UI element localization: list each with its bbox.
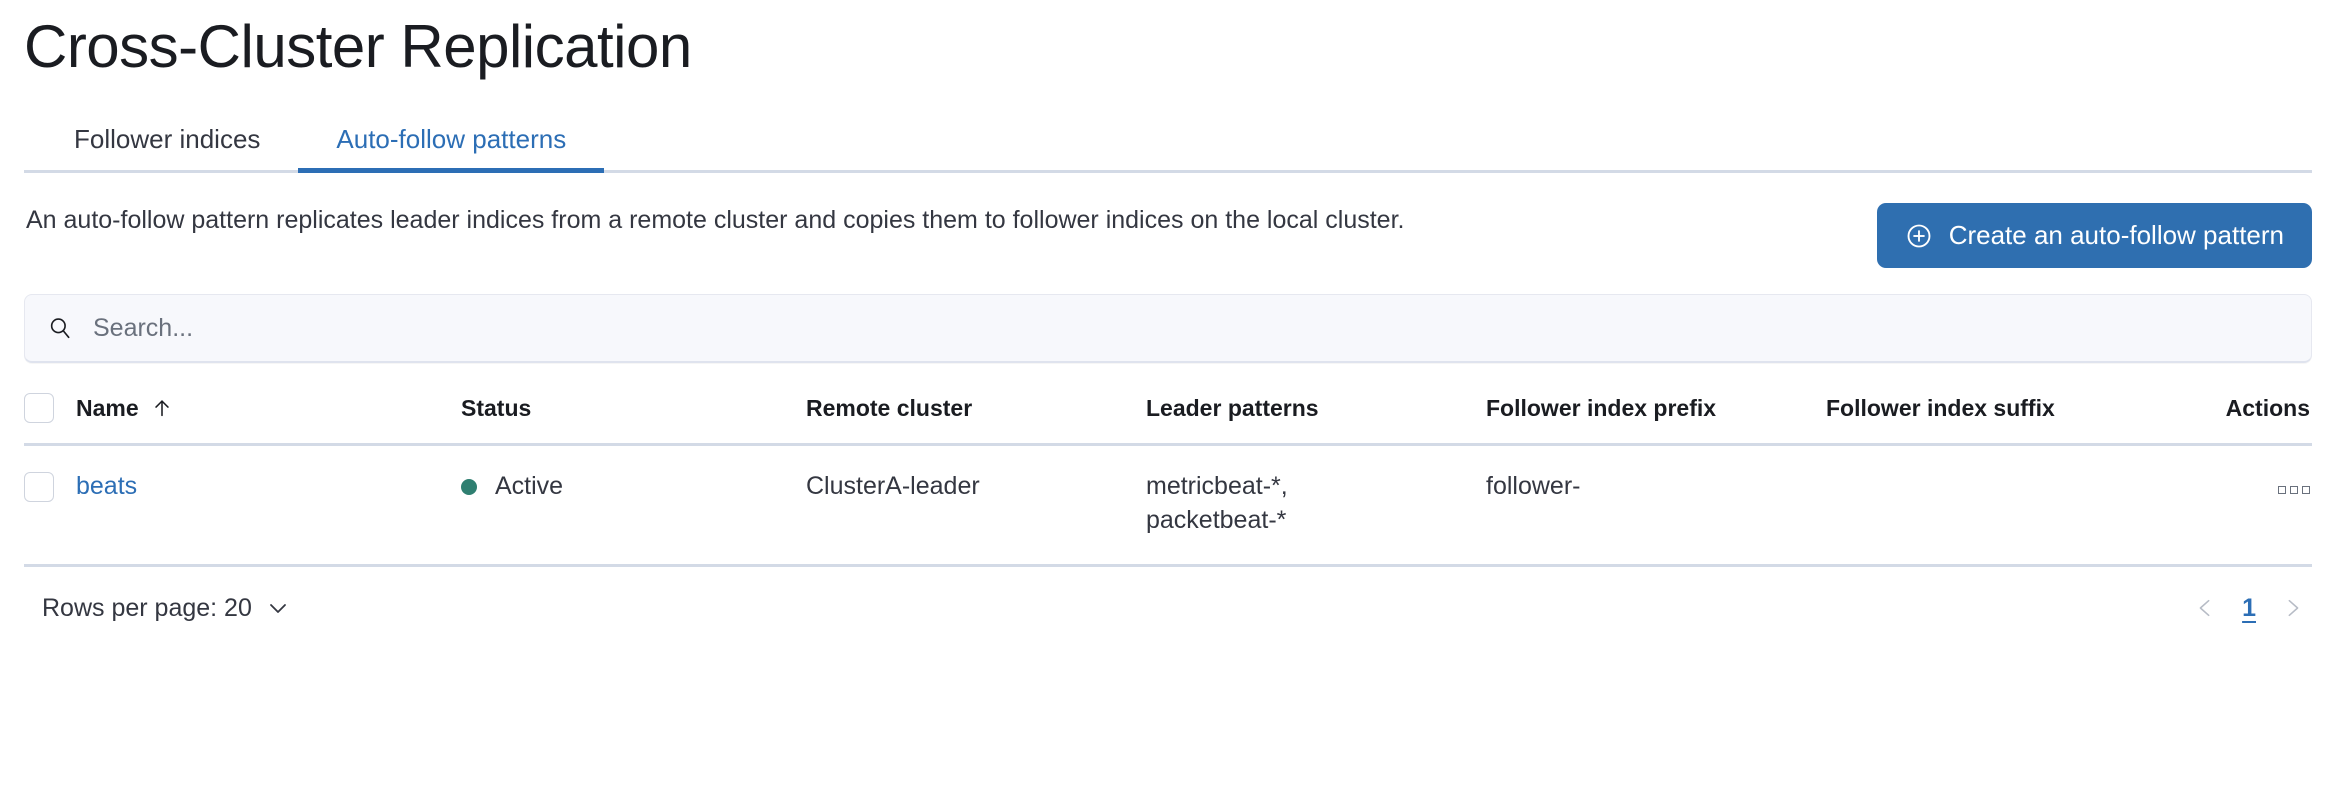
plus-in-circle-icon — [1905, 222, 1933, 250]
tab-bar: Follower indices Auto-follow patterns — [24, 108, 2312, 173]
status-badge: Active — [495, 472, 564, 500]
column-header-name-label: Name — [76, 394, 139, 421]
select-all-header — [24, 385, 76, 446]
ellipsis-horizontal-icon[interactable] — [2278, 480, 2310, 494]
chevron-left-icon[interactable] — [2194, 594, 2216, 622]
search-bar[interactable] — [24, 294, 2312, 363]
table-row: beats Active ClusterA-leader metricbeat-… — [24, 444, 2312, 567]
auto-follow-pattern-link[interactable]: beats — [76, 472, 138, 500]
search-input[interactable] — [91, 294, 2289, 362]
cell-remote-cluster: ClusterA-leader — [806, 444, 1146, 567]
tab-auto-follow-patterns[interactable]: Auto-follow patterns — [298, 126, 605, 173]
column-header-leader-patterns[interactable]: Leader patterns — [1146, 385, 1486, 446]
column-header-status[interactable]: Status — [461, 385, 806, 446]
tab-follower-indices[interactable]: Follower indices — [36, 126, 298, 170]
chevron-down-icon — [266, 596, 290, 620]
column-header-remote-cluster[interactable]: Remote cluster — [806, 385, 1146, 446]
pagination-page-1[interactable]: 1 — [2242, 593, 2256, 622]
pagination: 1 — [2194, 594, 2312, 623]
cell-actions — [2166, 444, 2312, 567]
row-select-cell — [24, 444, 76, 567]
cell-status: Active — [461, 444, 806, 567]
table-header-row: Name Status Remote cluster Leader patter… — [24, 385, 2312, 446]
table-body: beats Active ClusterA-leader metricbeat-… — [24, 444, 2312, 567]
rows-per-page-selector[interactable]: Rows per page: 20 — [36, 593, 296, 624]
column-header-follower-index-prefix[interactable]: Follower index prefix — [1486, 385, 1826, 446]
column-header-actions: Actions — [2166, 385, 2312, 446]
rows-per-page-label: Rows per page: 20 — [42, 593, 252, 622]
page-title: Cross-Cluster Replication — [24, 13, 692, 80]
cell-follower-index-prefix: follower- — [1486, 444, 1826, 567]
table-header: Name Status Remote cluster Leader patter… — [24, 385, 2312, 446]
status-dot-icon — [461, 478, 477, 495]
description-row: An auto-follow pattern replicates leader… — [24, 201, 2312, 268]
chevron-right-icon[interactable] — [2282, 594, 2304, 622]
create-button-label: Create an auto-follow pattern — [1948, 220, 2284, 250]
select-all-checkbox[interactable] — [24, 393, 54, 423]
cell-leader-patterns: metricbeat-*, packetbeat-* — [1146, 444, 1486, 567]
page-description: An auto-follow pattern replicates leader… — [26, 206, 1405, 234]
search-icon — [47, 315, 73, 341]
column-header-follower-index-suffix[interactable]: Follower index suffix — [1826, 385, 2166, 446]
auto-follow-patterns-table: Name Status Remote cluster Leader patter… — [24, 385, 2312, 567]
column-header-name[interactable]: Name — [76, 385, 461, 446]
table-footer: Rows per page: 20 1 — [24, 593, 2312, 624]
cell-name: beats — [76, 444, 461, 567]
arrow-up-icon — [151, 397, 173, 419]
create-auto-follow-pattern-button[interactable]: Create an auto-follow pattern — [1876, 203, 2312, 268]
row-checkbox[interactable] — [24, 472, 54, 503]
cell-follower-index-suffix — [1826, 444, 2166, 567]
